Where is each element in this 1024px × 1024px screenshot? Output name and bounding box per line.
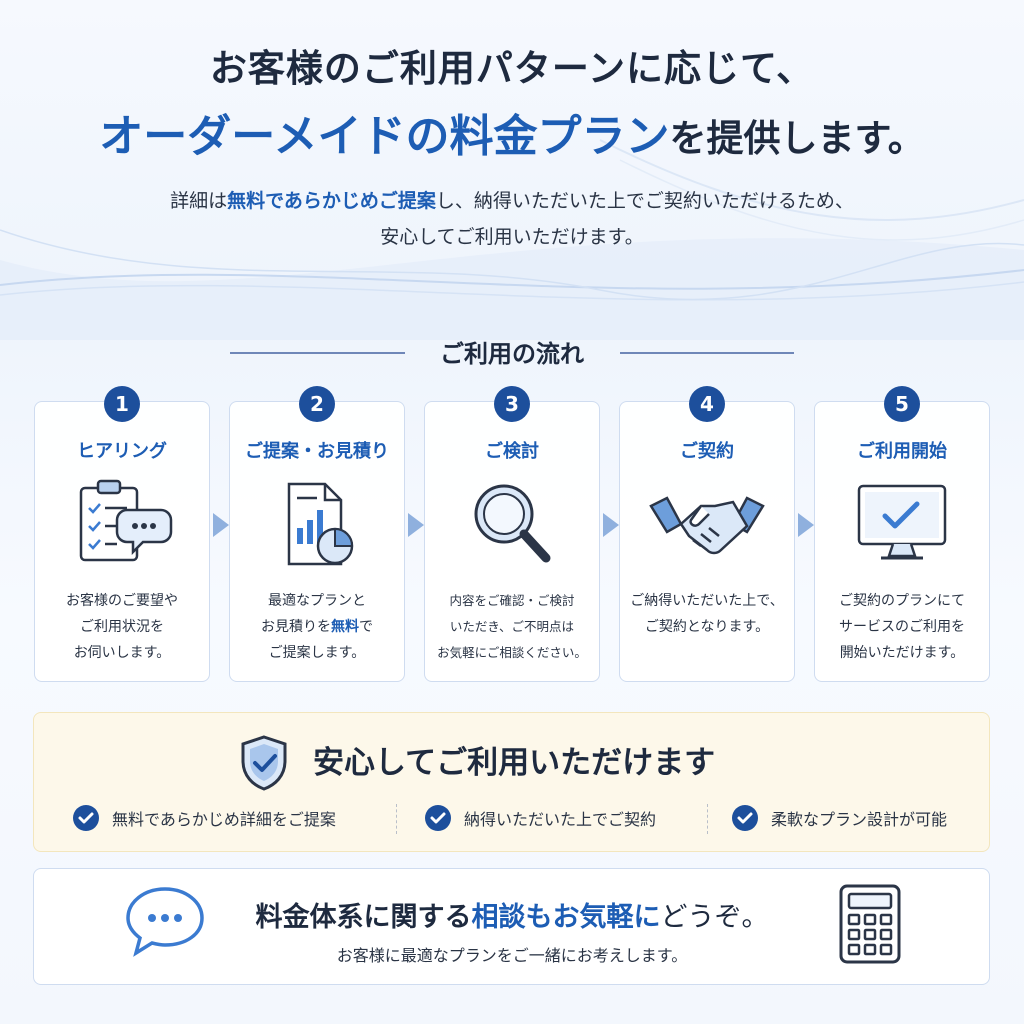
trust-point-1: 無料であらかじめ詳細をご提案	[72, 803, 336, 833]
step-title-2: ご提案・お見積り	[245, 441, 389, 462]
trust-divider-2	[707, 804, 708, 834]
flow-title: ご利用の流れ	[440, 339, 584, 368]
lead-text: 詳細は無料であらかじめご提案し、納得いただいた上でご契約いただけるため、 安心し…	[0, 183, 1024, 255]
headline-rest: を提供します。	[669, 116, 925, 160]
step-arrow-1	[213, 513, 229, 537]
trust-divider-1	[396, 804, 397, 834]
step-title-5: ご利用開始	[857, 441, 947, 462]
step-arrow-4	[798, 513, 814, 537]
step-desc-1: お客様のご要望や ご利用状況を お伺いします。	[66, 593, 178, 661]
step-desc-3: 内容をご確認・ご検討 いただき、ご不明点は お気軽にご相談ください。	[437, 593, 587, 660]
step-title-1: ヒアリング	[77, 441, 167, 462]
lead-highlight: 無料であらかじめご提案	[227, 190, 436, 212]
monitor-check-icon	[814, 476, 990, 571]
clipboard-chat-icon	[34, 476, 210, 571]
handshake-icon	[619, 476, 795, 571]
step-desc-2: 最適なプランと お見積りを無料で ご提案します。	[261, 593, 373, 661]
step-arrow-3	[603, 513, 619, 537]
check-circle-icon	[425, 805, 451, 831]
lead-part2: し、納得いただいた上でご契約いただけるため、	[435, 190, 854, 212]
consult-subtitle: お客様に最適なプランをご一緒にお考えします。	[336, 946, 688, 965]
lead-line2: 安心してご利用いただけます。	[380, 226, 644, 248]
step-number-2: 2	[299, 386, 335, 422]
background-wave-decoration	[0, 139, 1024, 340]
flow-title-rule-right	[620, 352, 794, 354]
flow-title-rule-left	[230, 352, 405, 354]
check-circle-icon	[732, 805, 758, 831]
headline-highlight: オーダーメイドの料金プラン	[99, 111, 670, 162]
step-title-4: ご契約	[680, 441, 734, 462]
lead-part1: 詳細は	[170, 190, 228, 212]
trust-title: 安心してご利用いただけます	[313, 745, 716, 781]
calculator-icon	[839, 884, 901, 964]
headline-line2: オーダーメイドの料金プランを提供します。	[0, 100, 1024, 164]
trust-point-2: 納得いただいた上でご契約	[424, 803, 656, 833]
step-number-5: 5	[884, 386, 920, 422]
speech-bubble-icon	[126, 887, 204, 957]
step-desc-5: ご契約のプランにて サービスのご利用を 開始いただけます。	[839, 593, 965, 661]
step-arrow-2	[408, 513, 424, 537]
check-circle-icon	[73, 805, 99, 831]
trust-point-3: 柔軟なプラン設計が可能	[731, 803, 947, 833]
shield-check-icon	[241, 735, 287, 791]
step-number-3: 3	[494, 386, 530, 422]
headline-line1: お客様のご利用パターンに応じて、	[209, 46, 815, 90]
trust-box	[33, 712, 990, 852]
consult-title: 料金体系に関する相談もお気軽にどうぞ。	[255, 902, 769, 933]
step-desc-4: ご納得いただいた上で、 ご契約となります。	[630, 593, 784, 635]
step-number-1: 1	[104, 386, 140, 422]
step-number-4: 4	[689, 386, 725, 422]
magnifier-icon	[424, 476, 600, 571]
document-chart-icon	[229, 476, 405, 571]
step-title-3: ご検討	[485, 441, 539, 462]
